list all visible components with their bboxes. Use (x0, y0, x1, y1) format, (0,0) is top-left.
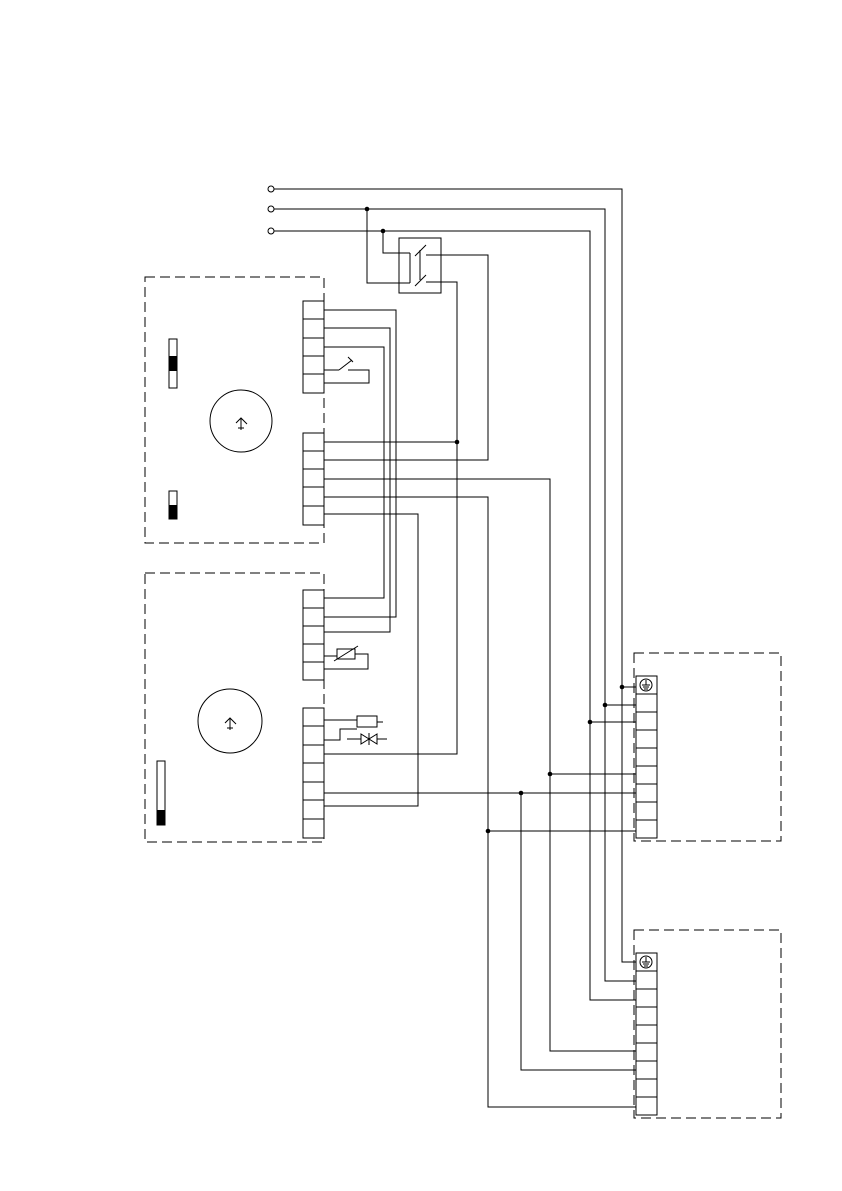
lower-terminal-strip-2 (303, 708, 324, 838)
earth-ground-icon (640, 679, 652, 691)
supply-terminal-1 (268, 186, 274, 192)
level-indicator (157, 761, 165, 825)
valve-icon (324, 729, 387, 745)
indicator-strip-bottom (169, 491, 177, 519)
terminal-block-a (486, 653, 781, 841)
interconnect-wires (324, 310, 638, 1107)
lower-unit (145, 573, 387, 842)
thermistor-icon (324, 646, 368, 669)
upper-terminal-strip-1 (303, 301, 324, 393)
fan-motor-icon (210, 390, 272, 452)
upper-terminal-strip-2 (303, 433, 324, 525)
coil-icon (324, 716, 383, 727)
supply-terminals (268, 186, 274, 234)
lower-terminal-strip-1 (303, 590, 324, 680)
supply-terminal-3 (268, 228, 274, 234)
supply-wires (274, 189, 638, 1000)
earth-ground-icon (640, 956, 652, 968)
upper-unit (145, 277, 369, 543)
switch-contact-icon (324, 357, 369, 383)
supply-terminal-2 (268, 206, 274, 212)
indicator-strip-top (169, 339, 177, 388)
fan-motor-icon (198, 689, 262, 753)
terminal-block-b (634, 930, 781, 1118)
two-pole-switch (324, 209, 488, 754)
